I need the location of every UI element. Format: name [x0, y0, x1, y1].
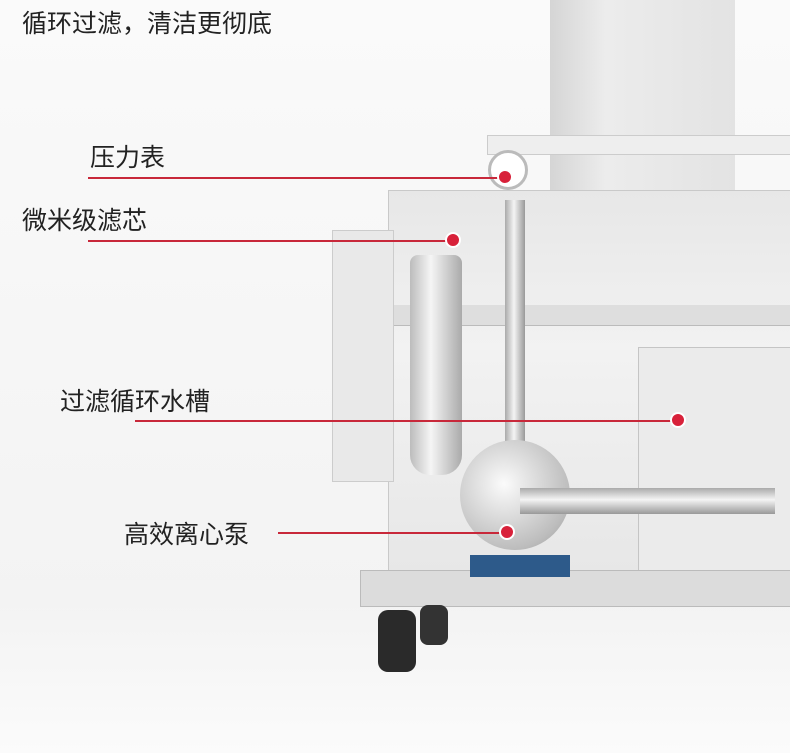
- top-rail: [487, 135, 790, 155]
- callout-pressure-gauge-line: [88, 177, 506, 179]
- caster-wheel-left: [378, 610, 416, 672]
- callout-pump-dot: [499, 524, 515, 540]
- caster-wheel-right: [420, 605, 448, 645]
- upper-housing: [550, 0, 735, 190]
- base-frame: [360, 570, 790, 607]
- vertical-pipe: [505, 200, 525, 460]
- callout-pressure-gauge-dot: [497, 169, 513, 185]
- callout-pump-label: 高效离心泵: [124, 520, 250, 549]
- callout-tank-label: 过滤循环水槽: [60, 387, 211, 416]
- side-panel: [332, 230, 394, 482]
- pump-motor-base: [470, 555, 570, 577]
- callout-pump-line: [278, 532, 508, 534]
- callout-filter-dot: [445, 232, 461, 248]
- filter-housing: [410, 255, 462, 475]
- outlet-pipe: [520, 488, 775, 514]
- callout-filter-line: [88, 240, 454, 242]
- callout-tank-line: [135, 420, 679, 422]
- tank-lid-edge: [388, 305, 790, 326]
- callout-tank-dot: [670, 412, 686, 428]
- callout-filter-label: 微米级滤芯: [22, 206, 148, 235]
- page-title: 循环过滤，清洁更彻底: [22, 9, 273, 38]
- pump-cover-box: [638, 347, 790, 589]
- callout-pressure-gauge-label: 压力表: [90, 143, 166, 172]
